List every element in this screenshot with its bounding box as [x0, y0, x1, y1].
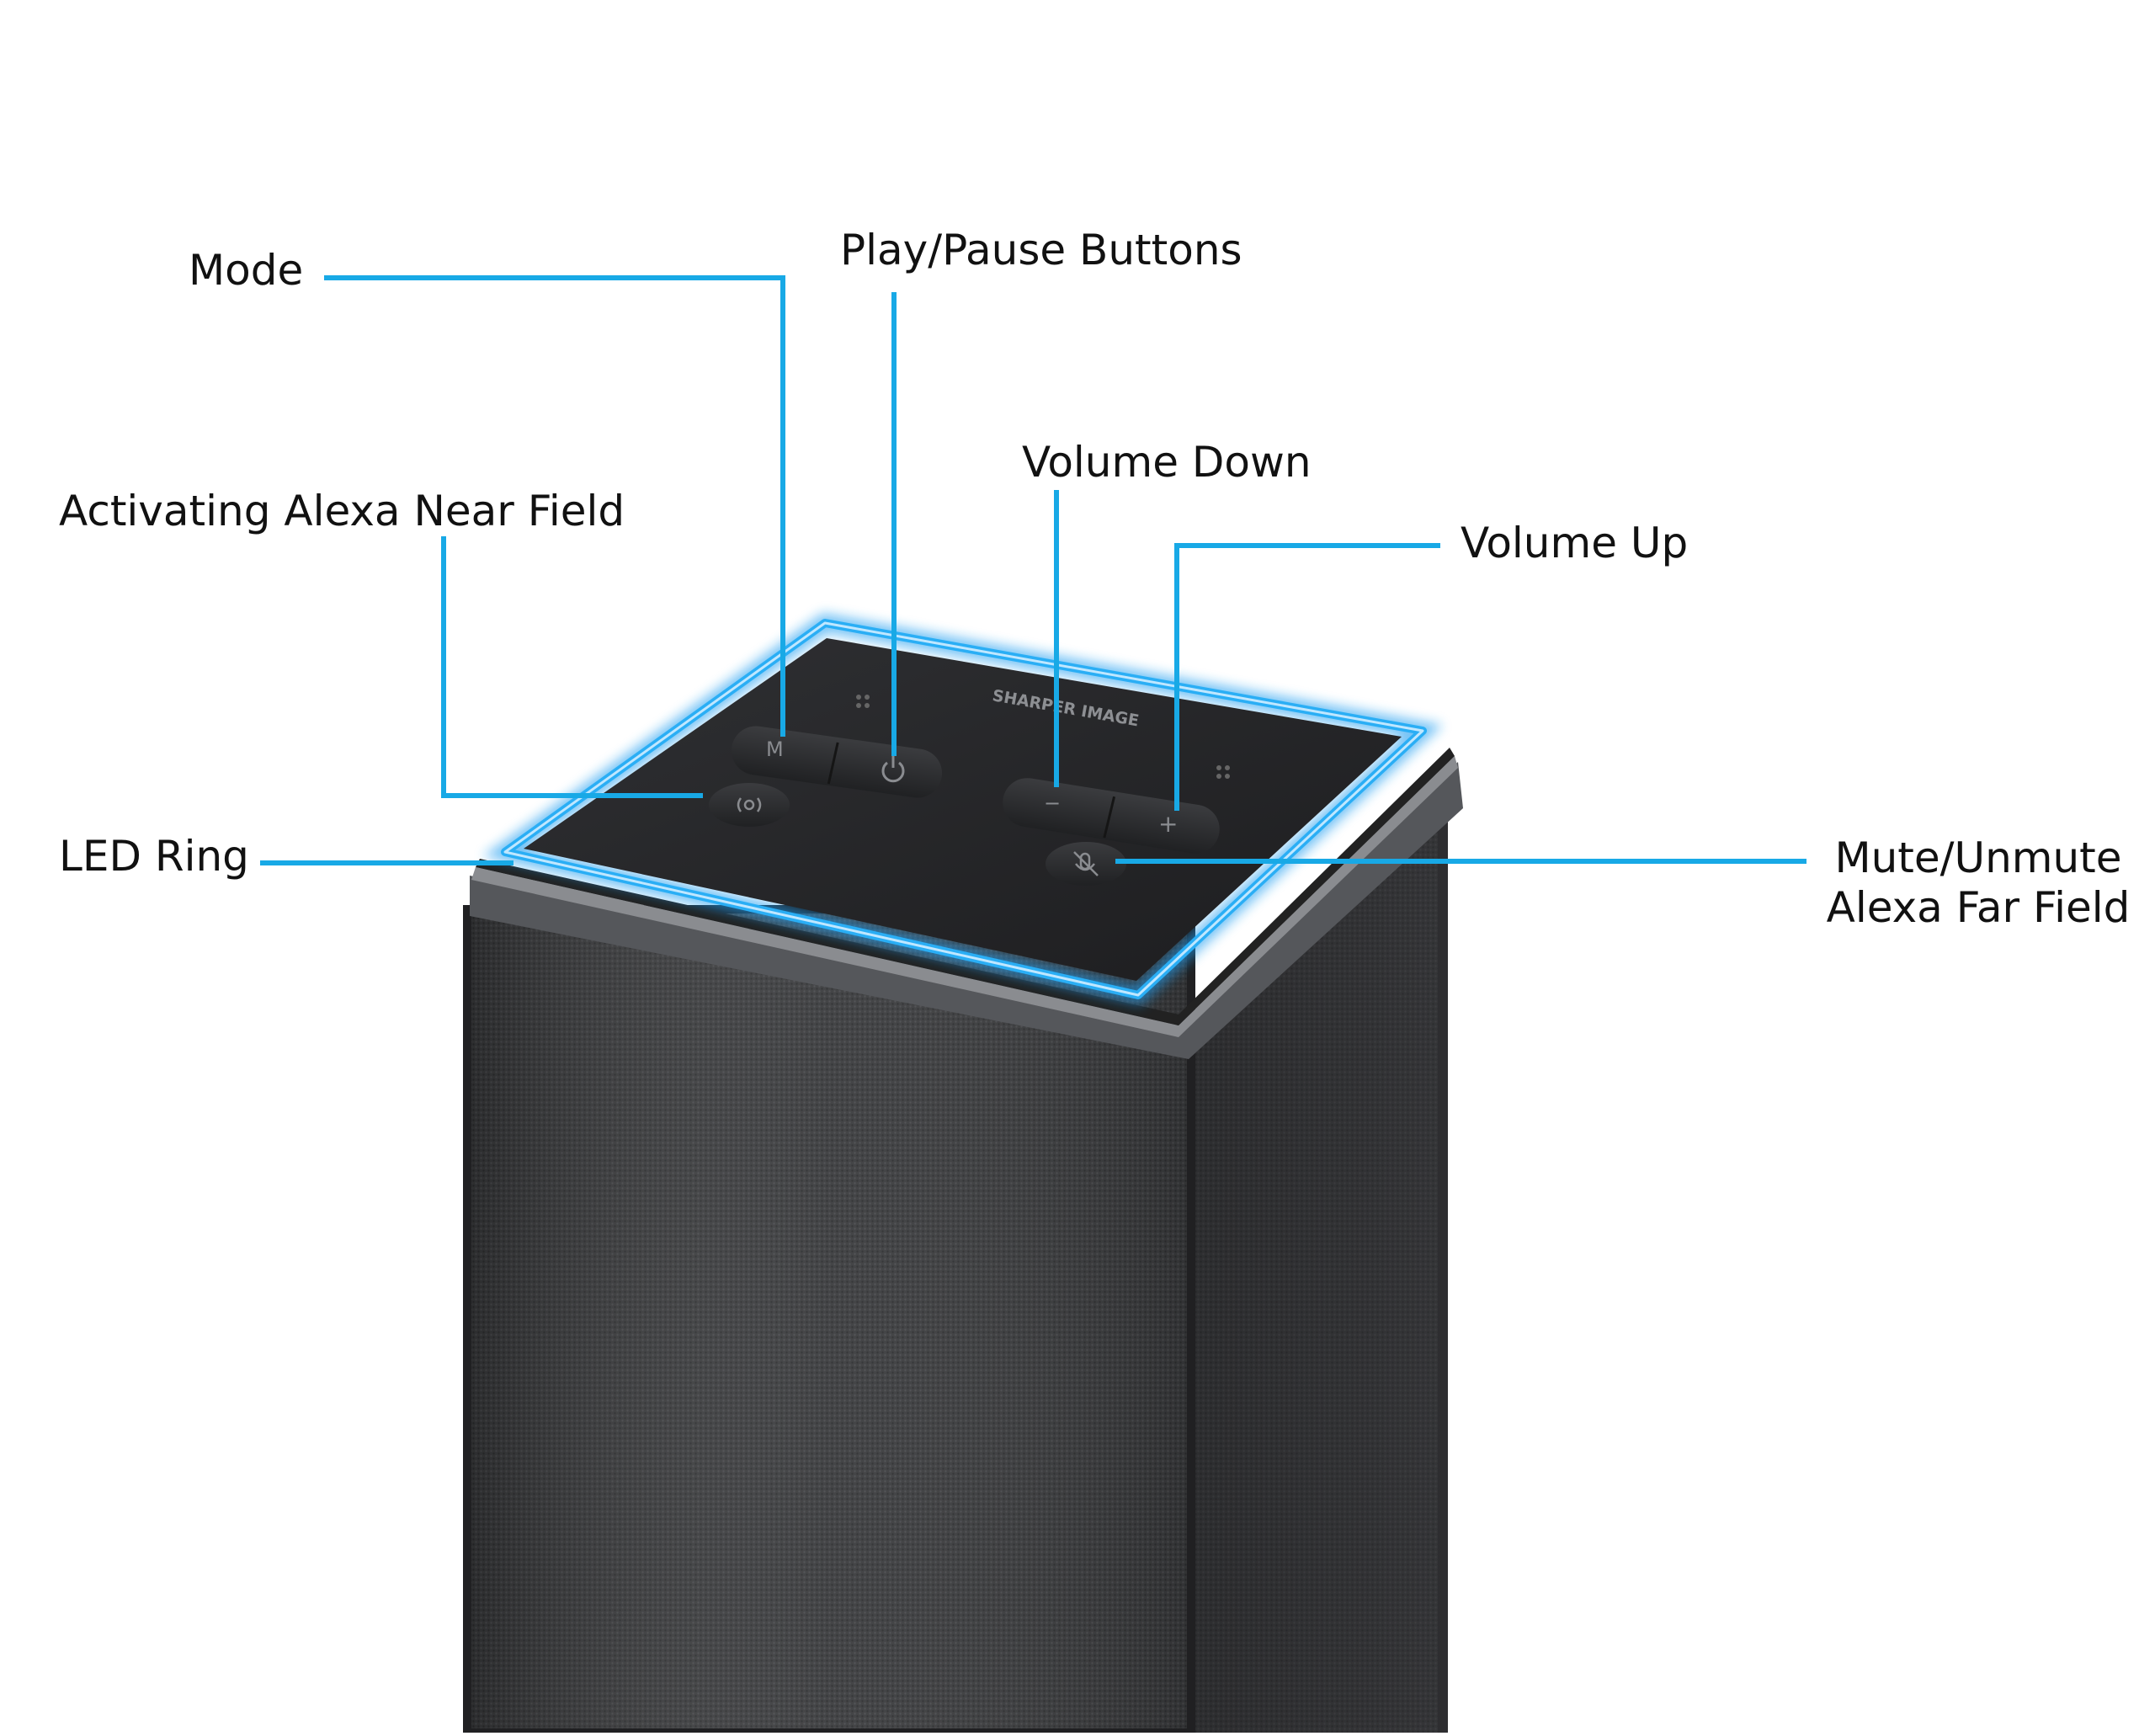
- callout-lines: [260, 275, 1806, 865]
- alexa-near-field-button[interactable]: [709, 783, 790, 827]
- label-mute-line2: Alexa Far Field: [1826, 883, 2131, 932]
- volume-button-pill[interactable]: [999, 775, 1223, 857]
- speaker-collar: [470, 762, 1463, 1059]
- label-mode: Mode: [189, 246, 304, 295]
- mic-holes-left: [856, 695, 870, 708]
- speaker-side-fabric: [1195, 808, 1438, 1733]
- speaker-top-panel: [524, 638, 1402, 981]
- label-mute-line1: Mute/Unmute: [1834, 833, 2122, 882]
- mode-glyph: M: [766, 738, 784, 761]
- volume-down-glyph: −: [1044, 791, 1061, 815]
- callout-line-mode: [324, 275, 785, 737]
- callout-line-alexa-near: [441, 536, 703, 798]
- mic-holes-right: [1216, 765, 1230, 779]
- label-play-pause: Play/Pause Buttons: [840, 226, 1242, 274]
- label-alexa-near-field: Activating Alexa Near Field: [59, 487, 625, 535]
- label-volume-down: Volume Down: [1022, 438, 1312, 487]
- volume-up-glyph: +: [1158, 810, 1178, 838]
- label-led-ring: LED Ring: [59, 832, 249, 881]
- label-volume-up: Volume Up: [1461, 519, 1689, 567]
- label-mute-unmute: Mute/Unmute Alexa Far Field: [1818, 833, 2138, 933]
- callout-line-volume-up: [1174, 543, 1440, 811]
- mic-mute-icon: [1073, 851, 1099, 876]
- power-icon: [881, 754, 905, 783]
- alexa-wave-icon: [737, 797, 762, 812]
